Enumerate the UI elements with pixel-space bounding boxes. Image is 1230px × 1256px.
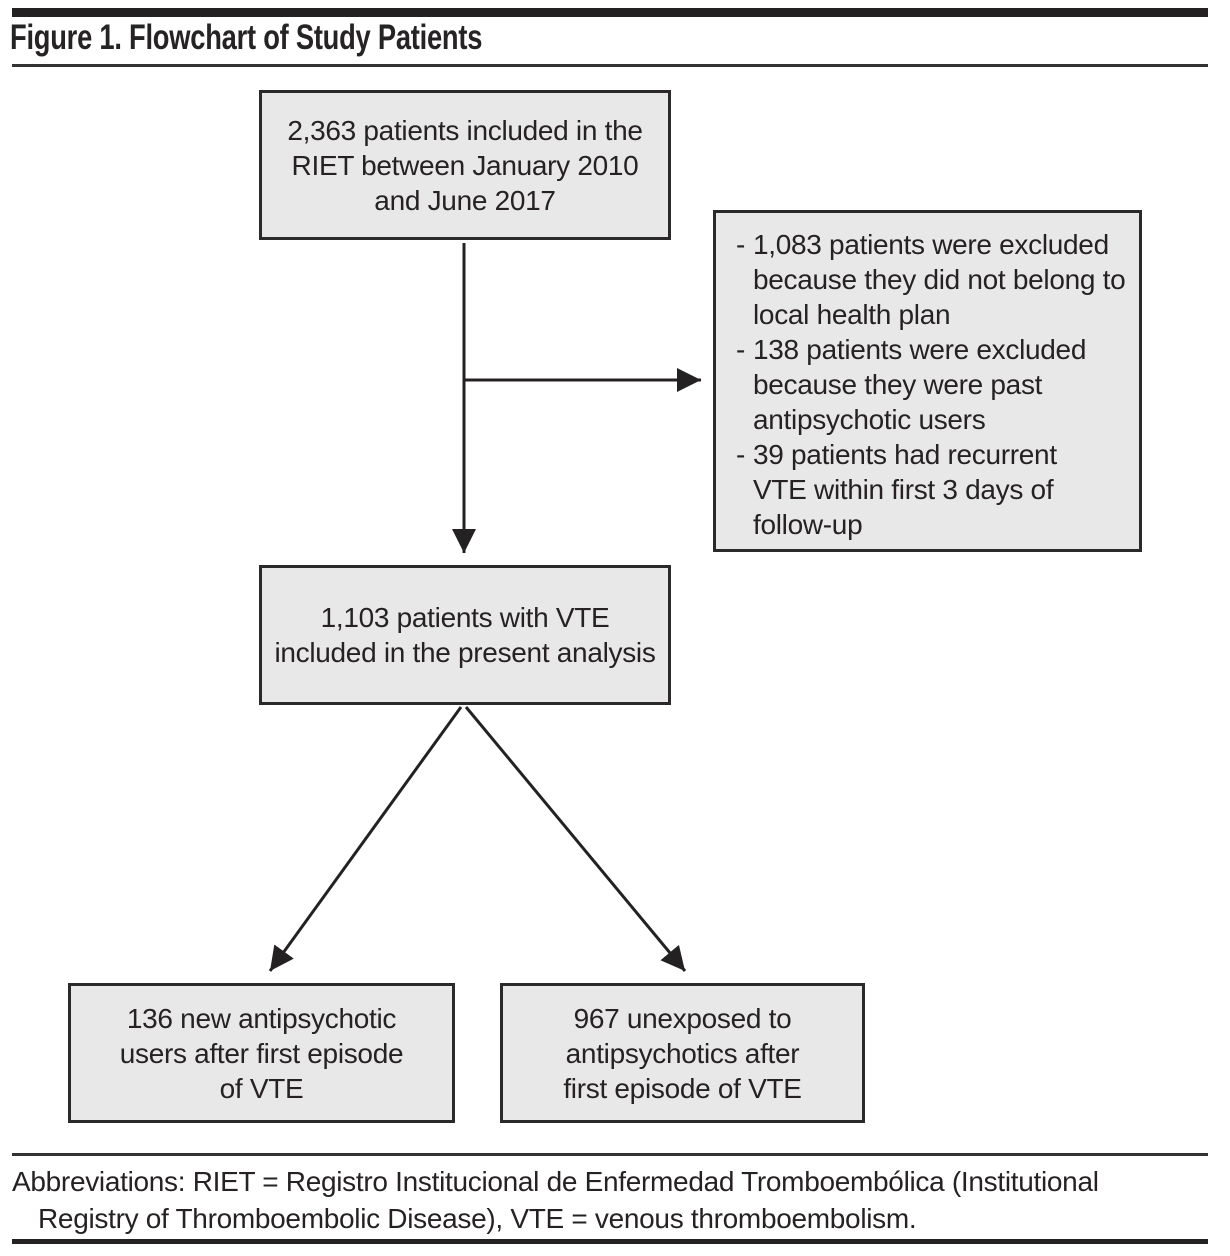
exclusion-bullet: - bbox=[736, 439, 746, 470]
figure-title: Figure 1. Flowchart of Study Patients bbox=[10, 18, 483, 57]
title-rule bbox=[12, 64, 1208, 67]
box-riet-included: 2,363 patients included in the RIET betw… bbox=[259, 90, 671, 240]
box-vte-analysis: 1,103 patients with VTE included in the … bbox=[259, 565, 671, 705]
exclusion-bullet: - bbox=[736, 229, 746, 260]
exclusion-item-text: 1,083 patients were excluded because the… bbox=[753, 229, 1126, 330]
abbreviations-line-2: Registry of Thromboembolic Disease), VTE… bbox=[38, 1203, 917, 1234]
arrow-to-bottom-right bbox=[464, 706, 687, 972]
abbreviations-line-1: Abbreviations: RIET = Registro Instituci… bbox=[12, 1166, 1099, 1197]
exclusion-item-text: 39 patients had recurrent VTE within fir… bbox=[753, 439, 1057, 540]
bottom-rule-thick bbox=[12, 1239, 1208, 1244]
box-vte-analysis-text: 1,103 patients with VTE included in the … bbox=[274, 602, 656, 668]
box-riet-included-text: 2,363 patients included in the RIET betw… bbox=[287, 114, 643, 216]
footnote-rule bbox=[12, 1153, 1208, 1156]
arrow-to-bottom-left bbox=[268, 706, 463, 972]
box-new-antipsychotic-users: 136 new antipsychotic users after first … bbox=[68, 983, 455, 1123]
exclusion-item: - 39 patients had recurrent VTE within f… bbox=[736, 437, 1125, 542]
abbreviations-note: Abbreviations: RIET = Registro Instituci… bbox=[12, 1163, 1222, 1237]
box-new-antipsychotic-users-text: 136 new antipsychotic users after first … bbox=[119, 1002, 404, 1104]
top-rule-thick bbox=[12, 8, 1208, 17]
exclusion-item-text: 138 patients were excluded because they … bbox=[753, 334, 1087, 435]
exclusion-item: - 1,083 patients were excluded because t… bbox=[736, 227, 1126, 332]
exclusion-item: - 138 patients were excluded because the… bbox=[736, 332, 1125, 437]
box-unexposed: 967 unexposed to antipsychotics after fi… bbox=[500, 983, 865, 1123]
exclusion-bullet: - bbox=[736, 334, 746, 365]
box-exclusions: - 1,083 patients were excluded because t… bbox=[713, 210, 1142, 552]
box-unexposed-text: 967 unexposed to antipsychotics after fi… bbox=[563, 1002, 802, 1104]
